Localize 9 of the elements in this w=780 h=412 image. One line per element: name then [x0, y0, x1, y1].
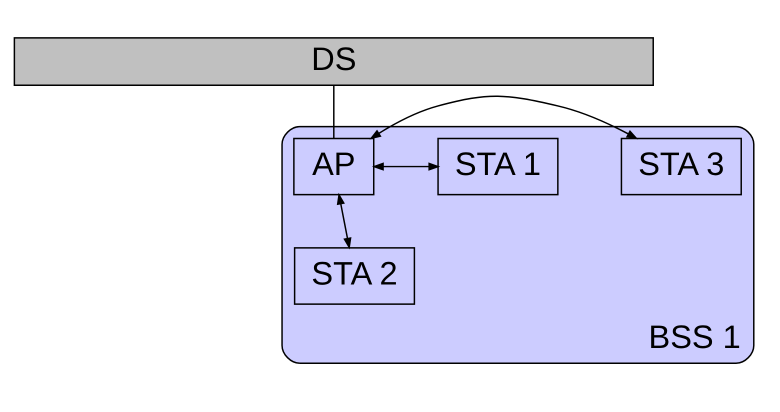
node-box: STA 2	[294, 246, 416, 304]
arrow	[372, 162, 440, 170]
node-box: DS	[14, 36, 654, 86]
connector	[333, 85, 335, 138]
node-box: AP	[293, 137, 374, 195]
node-box: STA 1	[437, 137, 559, 195]
node-box: STA 3	[620, 137, 742, 195]
arrow	[336, 192, 352, 249]
arrow	[369, 95, 638, 140]
